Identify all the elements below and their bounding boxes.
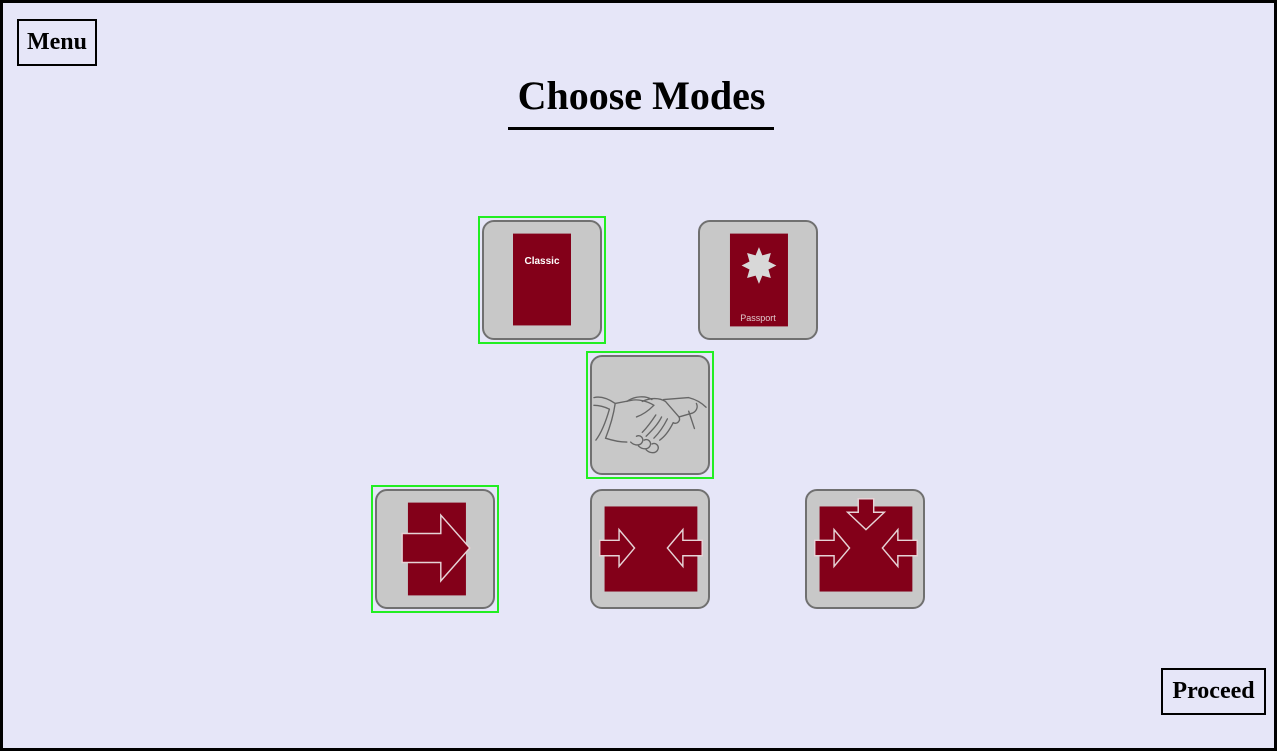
page-title: Choose Modes — [517, 73, 766, 118]
menu-button[interactable]: Menu — [17, 19, 97, 66]
tile-background — [375, 489, 495, 609]
mode-converge-two-tile[interactable] — [586, 485, 714, 613]
card-icon — [513, 233, 571, 326]
mode-enter-tile[interactable] — [371, 485, 499, 613]
mode-classic-tile[interactable]: Classic — [478, 216, 606, 344]
mode-converge-three-tile[interactable] — [801, 485, 929, 613]
mode-handshake-tile[interactable] — [586, 351, 714, 479]
tile-background — [590, 489, 710, 609]
passport-label: Passport — [740, 313, 776, 323]
tile-background: Passport — [698, 220, 818, 340]
proceed-button[interactable]: Proceed — [1161, 668, 1266, 715]
converge-two-arrows-icon — [599, 506, 703, 592]
enter-arrow-icon — [401, 502, 471, 596]
tile-background — [805, 489, 925, 609]
converge-three-arrows-icon — [814, 498, 918, 592]
title-underline — [508, 127, 774, 130]
tile-background: Classic — [482, 220, 602, 340]
handshake-icon — [593, 396, 707, 454]
mode-passport-tile[interactable]: Passport — [694, 216, 822, 344]
tile-background — [590, 355, 710, 475]
classic-label: Classic — [524, 256, 560, 267]
passport-star-icon — [729, 233, 788, 327]
